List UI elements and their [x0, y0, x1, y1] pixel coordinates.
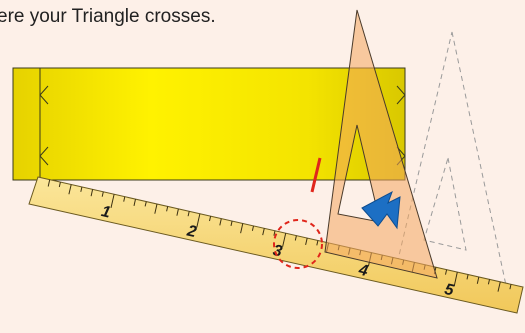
ruler-tick	[166, 206, 169, 212]
ruler-tick	[209, 216, 212, 222]
ruler-tick	[466, 274, 469, 280]
crossing-circle	[273, 219, 323, 269]
ruler-tick	[282, 233, 287, 247]
ruler-tick	[305, 237, 308, 246]
ruler-tick	[497, 281, 501, 292]
ruler-tick	[240, 223, 244, 234]
ruler-number: 4	[356, 261, 370, 280]
blue-arrow-icon	[361, 190, 401, 230]
crossing-mark	[310, 157, 322, 193]
instruction-text: ere your Triangle crosses.	[0, 6, 216, 27]
ruler-tick	[80, 186, 83, 192]
ruler-number: 1	[100, 203, 113, 222]
ruler-tick	[262, 228, 265, 236]
ruler-tick	[144, 201, 147, 207]
ruler-tick	[154, 203, 158, 214]
ruler-tick	[316, 240, 319, 246]
ruler-number: 2	[184, 222, 198, 241]
ruler-tick	[487, 279, 490, 285]
ruler-tick	[196, 213, 201, 228]
ruler-tick	[110, 194, 115, 209]
ruler-tick	[294, 235, 297, 241]
ruler-tick	[453, 271, 458, 286]
ruler-tick	[101, 191, 104, 197]
ghost-triangle	[396, 31, 508, 291]
ruler-tick	[176, 208, 179, 216]
ruler-tick	[445, 269, 448, 275]
ruler-tick	[251, 225, 254, 231]
ruler-tick	[47, 179, 51, 187]
ruler-tick	[219, 218, 222, 226]
ruler-tick	[68, 184, 72, 195]
ruler-tick	[58, 181, 61, 188]
ruler-tick	[230, 220, 233, 227]
ruler-tick	[90, 189, 94, 197]
ruler-tick	[123, 196, 126, 202]
ruler-tick	[476, 276, 480, 284]
ruler-tick	[187, 211, 190, 217]
ruler-tick	[273, 230, 276, 236]
set-square-triangle	[324, 9, 438, 279]
ruler-tick	[133, 198, 136, 207]
ruler-tick	[509, 284, 512, 290]
